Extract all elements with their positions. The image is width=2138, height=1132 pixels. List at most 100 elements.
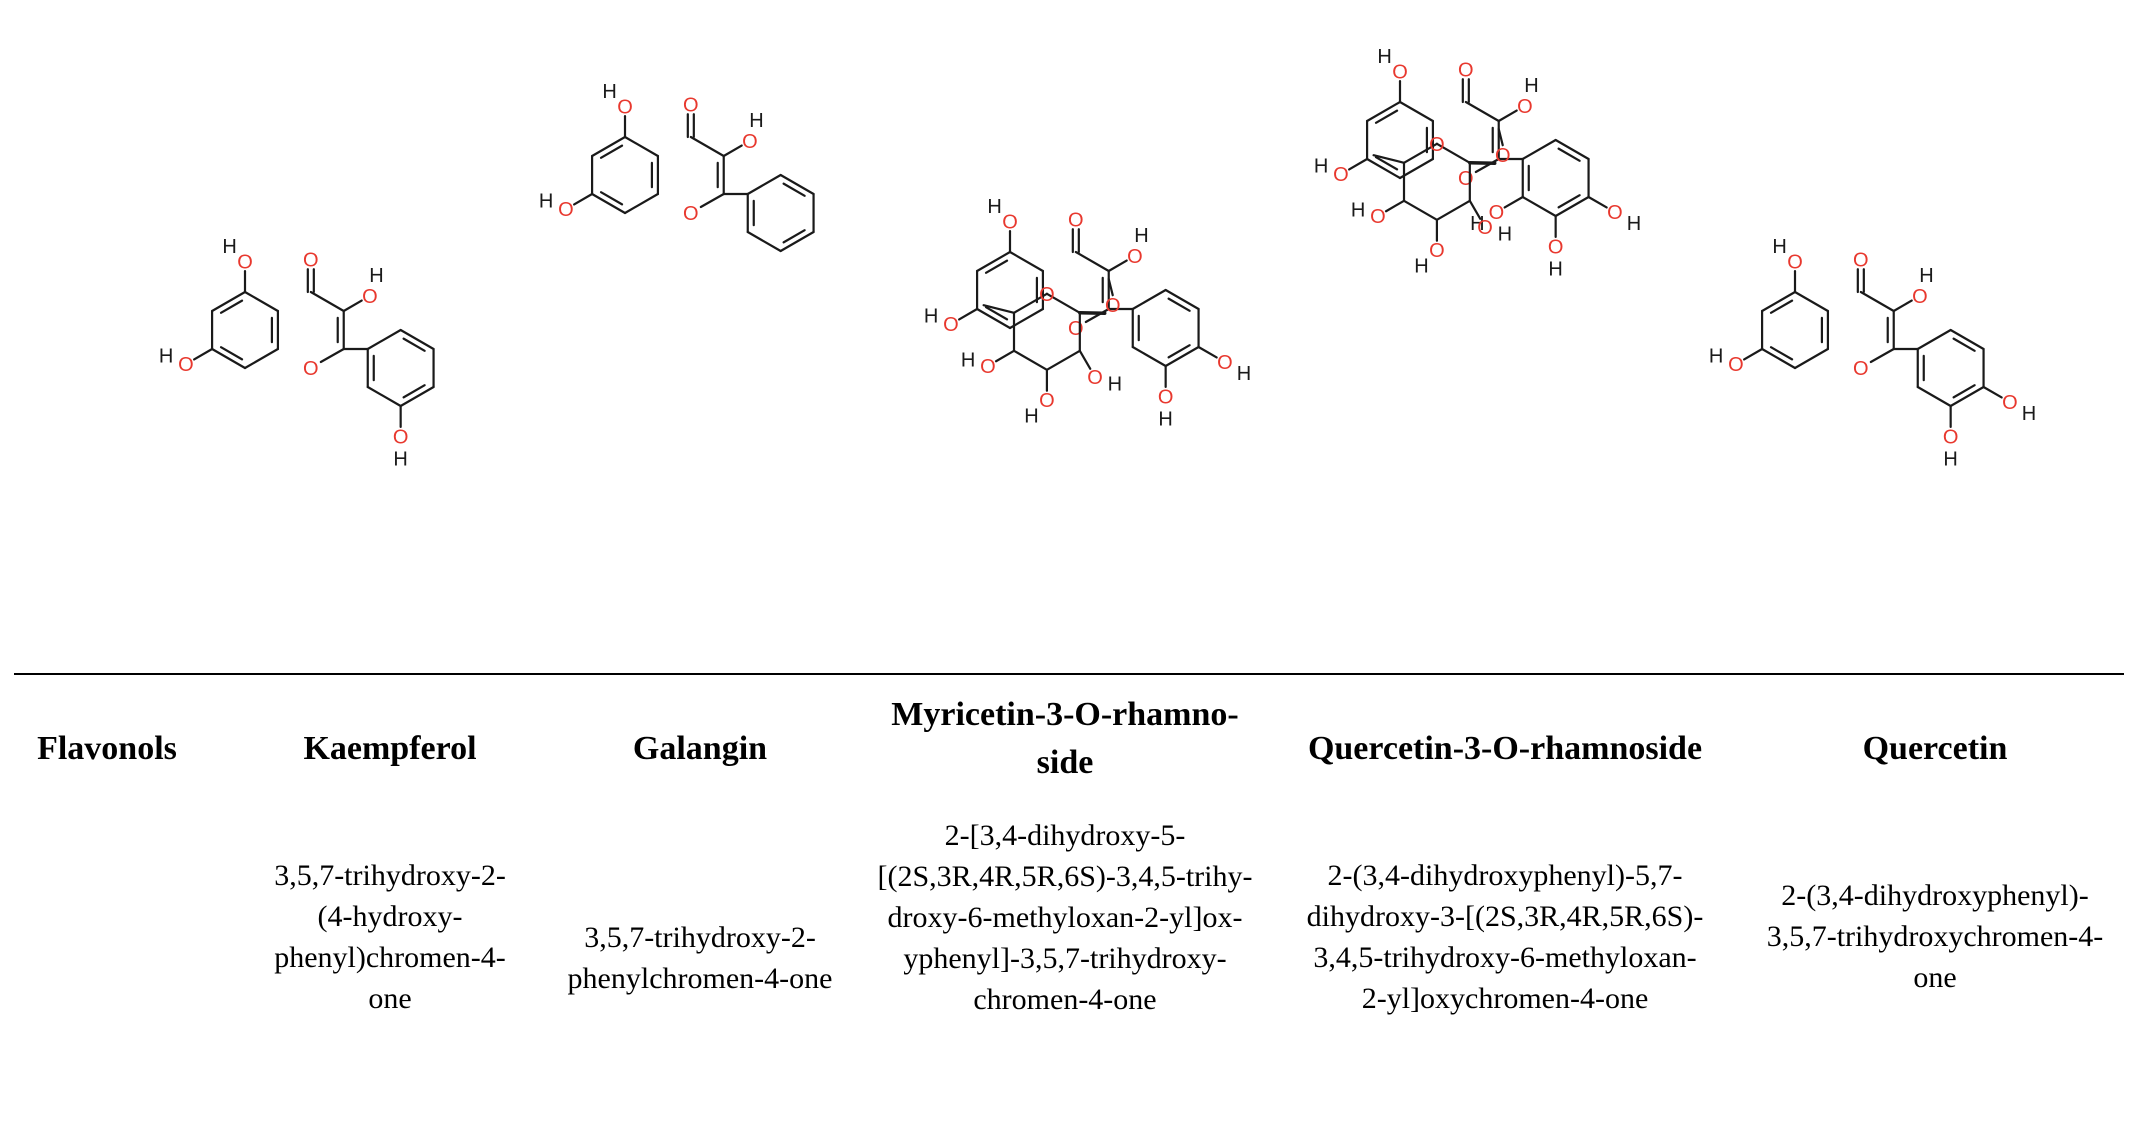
- bond: [210, 347, 247, 370]
- bond: [1078, 349, 1092, 370]
- bond: [342, 299, 363, 313]
- bond: [746, 230, 782, 253]
- bond: [1869, 347, 1895, 364]
- oxygen-label: O: [1943, 426, 1959, 448]
- oxygen-label: O: [1127, 246, 1143, 268]
- bond: [1008, 250, 1045, 273]
- oxygen-label: O: [1912, 286, 1928, 308]
- ring-oxygen-label: O: [1068, 318, 1084, 340]
- oxygen-label: O: [1787, 252, 1803, 274]
- iupac-line: 2-[3,4-dihydroxy-5-: [944, 819, 1186, 852]
- bond: [984, 306, 1009, 321]
- bond: [1384, 199, 1406, 213]
- bond: [1131, 345, 1167, 368]
- ketone-oxygen-label: O: [1853, 250, 1869, 272]
- iupac-line: phenyl)chromen-4-: [274, 941, 506, 974]
- bond: [1769, 346, 1794, 361]
- hydrogen-label: H: [1134, 225, 1148, 247]
- bond: [402, 337, 426, 352]
- bond: [1398, 157, 1435, 180]
- bond: [599, 144, 624, 159]
- bond: [994, 349, 1016, 363]
- bond: [399, 385, 435, 408]
- bond: [1743, 347, 1764, 361]
- bond: [1464, 100, 1500, 123]
- hydrogen-label: H: [1158, 408, 1172, 430]
- bond: [590, 192, 627, 215]
- hydrogen-label: H: [1024, 406, 1038, 428]
- oxygen-label: O: [1548, 236, 1564, 258]
- bond: [1557, 194, 1581, 209]
- iupac-quercetin-3-o-rhamnoside: 2-(3,4-dihydroxyphenyl)-5,7- dihydroxy-3…: [1270, 855, 1740, 1019]
- bond: [1468, 199, 1482, 220]
- oxygen-label: O: [2002, 392, 2018, 414]
- bond: [1949, 328, 1985, 351]
- hydrogen-label: H: [1772, 236, 1786, 258]
- ketone-oxygen-label: O: [1068, 210, 1084, 232]
- hydrogen-label: H: [393, 448, 407, 470]
- hydrogen-label: H: [369, 265, 383, 287]
- bond: [1107, 277, 1114, 297]
- bond: [1365, 100, 1402, 123]
- bond: [193, 347, 214, 361]
- hydrogen-label: H: [924, 305, 938, 327]
- hydrogen-label: H: [222, 236, 236, 258]
- bond: [1760, 290, 1797, 313]
- oxygen-label: O: [1002, 212, 1018, 234]
- bond: [243, 347, 280, 370]
- iupac-line: chromen-4-one: [973, 983, 1157, 1016]
- bond: [319, 347, 345, 364]
- iupac-line: [(2S,3R,4R,5R,6S)-3,4,5-trihy-: [877, 860, 1253, 893]
- bond: [623, 135, 660, 158]
- bond: [623, 192, 660, 215]
- hydrogen-label: H: [539, 190, 553, 212]
- bond: [1503, 195, 1524, 209]
- table-top-rule: [14, 673, 2124, 675]
- bond: [210, 290, 247, 313]
- bond: [1012, 349, 1049, 371]
- bond: [1012, 292, 1049, 314]
- oxygen-label: O: [1333, 164, 1349, 186]
- glycosidic-oxygen-label: O: [1105, 295, 1121, 317]
- oxygen-label: O: [1039, 390, 1055, 412]
- bond: [779, 230, 815, 253]
- bond: [1587, 195, 1608, 209]
- bond: [1084, 307, 1110, 324]
- bond: [1949, 385, 1985, 408]
- bond: [1435, 142, 1471, 164]
- bond: [309, 290, 345, 313]
- iupac-line: (4-hydroxy-: [317, 900, 463, 933]
- iupac-kaempferol: 3,5,7-trihydroxy-2- (4-hydroxy- phenyl)c…: [240, 855, 540, 1019]
- bond: [975, 307, 1012, 330]
- iupac-line: 3,5,7-trihydroxy-2-: [584, 921, 816, 954]
- bond: [1892, 299, 1913, 313]
- bond: [1554, 138, 1590, 161]
- oxygen-label: O: [558, 199, 574, 221]
- oxygen-label: O: [1217, 352, 1233, 374]
- bond: [1365, 157, 1402, 180]
- bond: [1435, 199, 1471, 221]
- bond: [1859, 290, 1895, 313]
- ring-oxygen-label: O: [1853, 358, 1869, 380]
- compound-name-quercetin-3-o-rhamnoside: Quercetin-3-O-rhamnoside: [1307, 730, 1703, 767]
- bond: [982, 304, 1016, 314]
- iupac-line: 3,5,7-trihydroxychromen-4-: [1766, 920, 2104, 953]
- bond: [1167, 297, 1191, 312]
- bond: [219, 299, 244, 314]
- bond: [1045, 292, 1081, 314]
- oxygen-label: O: [362, 286, 378, 308]
- row-header-flavonols: Flavonols: [37, 730, 177, 767]
- compound-name-galangin: Galangin: [632, 730, 768, 767]
- bond: [1982, 385, 2003, 399]
- oxygen-label: O: [1392, 62, 1408, 84]
- bond: [1045, 349, 1081, 371]
- iupac-galangin: 3,5,7-trihydroxy-2- phenylchromen-4-one: [530, 917, 870, 999]
- iupac-line: one: [1913, 961, 1957, 994]
- iupac-line: 3,4,5-trihydroxy-6-methyloxan-: [1313, 941, 1697, 974]
- bond: [958, 307, 979, 321]
- iupac-line: yphenyl]-3,5,7-trihydroxy-: [903, 942, 1227, 975]
